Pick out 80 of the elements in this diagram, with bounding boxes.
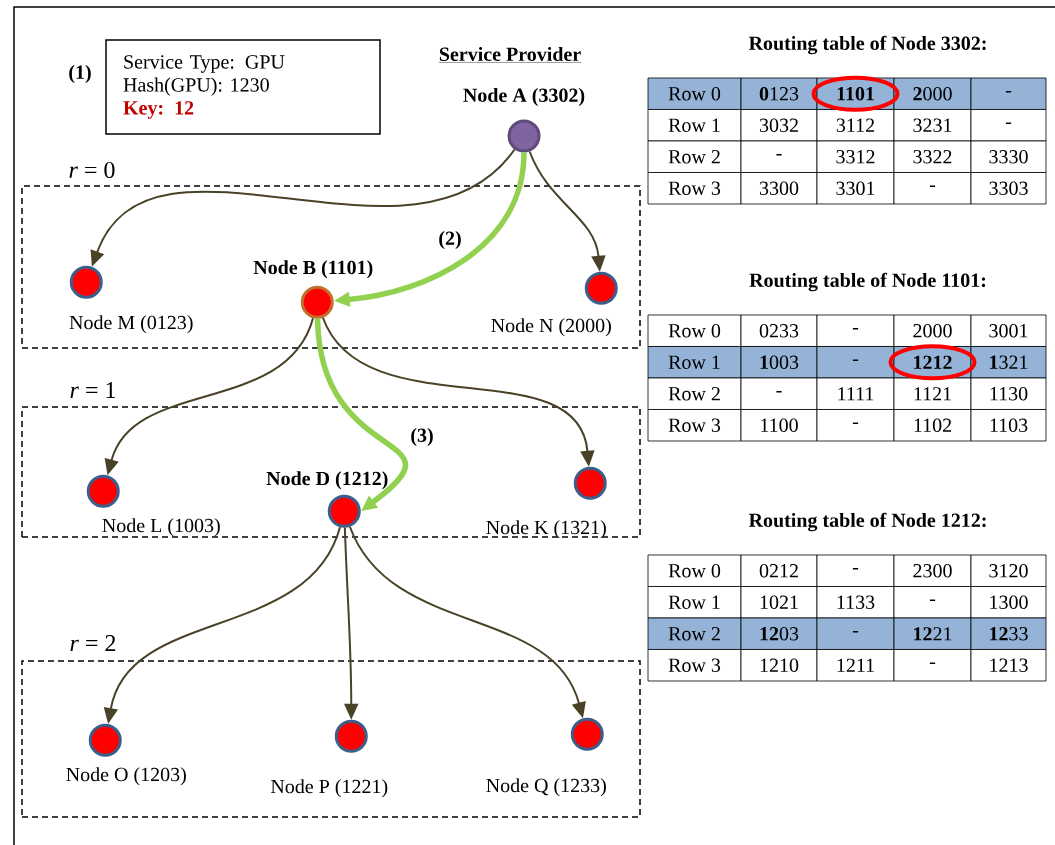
table-cell: - (816, 617, 895, 650)
table-title: Routing table of Node 1212: (748, 512, 986, 532)
level-heading: r = 0 (69, 161, 115, 179)
table-cell: 1102 (893, 409, 972, 442)
level-heading: r = 2 (70, 635, 116, 651)
table-cell: 1221 (893, 617, 972, 650)
node-label: Node M (0123) (69, 315, 193, 334)
table-cell: Row 3 (647, 649, 742, 682)
edge-label: (2) (439, 230, 461, 250)
table-cell: Row 0 (647, 554, 742, 587)
table-cell: 3001 (970, 314, 1047, 347)
table-cell: - (740, 377, 818, 410)
table-cell: Row 3 (647, 172, 742, 205)
table-cell: 1021 (740, 586, 818, 619)
table-cell: 1100 (740, 409, 818, 442)
table-cell: - (970, 77, 1047, 110)
table-cell: - (970, 109, 1047, 142)
table-cell: 3303 (970, 172, 1047, 205)
table-cell: 2000 (893, 314, 972, 347)
node-label: Node O (1203) (66, 767, 186, 786)
table-cell: 1211 (816, 649, 895, 682)
node-label: Node L (1003) (102, 518, 220, 537)
table-cell: Row 2 (647, 377, 742, 410)
table-cell: Row 0 (647, 314, 742, 347)
table-cell: - (893, 649, 972, 682)
table-cell: 3032 (740, 109, 818, 142)
table-cell: - (816, 409, 895, 442)
node-label: Node N (2000) (491, 318, 611, 337)
table-cell: 1203 (740, 617, 818, 650)
table-cell: 2300 (893, 554, 972, 587)
table-cell: 1133 (816, 586, 895, 619)
level-heading: r = 1 (70, 382, 115, 398)
table-cell: Row 2 (647, 617, 742, 650)
table-title: Routing table of Node 1101: (749, 272, 986, 292)
table-cell: 3312 (816, 140, 895, 173)
info-box: Service Type: GPU Hash(GPU): 1230 Key: 12 (105, 39, 381, 135)
table-cell: Row 2 (647, 140, 742, 173)
table-cell: 3231 (893, 109, 972, 142)
table-cell: Row 0 (647, 77, 742, 110)
table-cell: 2000 (893, 77, 972, 110)
table-cell: 3322 (893, 140, 972, 173)
table-title: Routing table of Node 3302: (748, 35, 986, 55)
table-cell: 1103 (970, 409, 1047, 442)
table-cell: 1121 (893, 377, 972, 410)
arrow (314, 318, 408, 511)
table-cell: Row 1 (647, 586, 742, 619)
table-cell: 3300 (740, 172, 818, 205)
table-cell: 3301 (816, 172, 895, 205)
table-cell: 1130 (970, 377, 1047, 410)
step-number: (1) (69, 64, 91, 84)
table-cell: - (816, 346, 895, 379)
table-cell: 1003 (740, 346, 818, 379)
table-cell: 0233 (740, 314, 818, 347)
edge-label: (3) (411, 427, 433, 447)
table-cell: 1210 (740, 649, 818, 682)
provider-heading: Service Provider (438, 46, 582, 63)
table-cell: 1233 (970, 617, 1047, 650)
table-cell: 1300 (970, 586, 1047, 619)
table-cell: 0212 (740, 554, 818, 587)
table-cell: 3330 (970, 140, 1047, 173)
node-label: Node B (1101) (253, 260, 373, 279)
table-cell: Row 1 (647, 109, 742, 142)
table-cell: - (893, 172, 972, 205)
table-cell: - (740, 140, 818, 173)
table-cell: 3112 (816, 109, 895, 142)
table-cell: 1213 (970, 649, 1047, 682)
node-label: Node A (3302) (463, 87, 585, 107)
table-cell: - (816, 554, 895, 587)
table-cell: Row 1 (647, 346, 742, 379)
table-cell: Row 3 (647, 409, 742, 442)
node-label: Node P (1221) (270, 779, 388, 798)
table-cell: - (893, 586, 972, 619)
table-cell: 3120 (970, 554, 1047, 587)
table-cell: 0123 (740, 77, 818, 110)
node-label: Node K (1321) (486, 520, 606, 539)
table-cell: - (816, 314, 895, 347)
table-cell: 1321 (970, 346, 1047, 379)
node-label: Node Q (1233) (486, 778, 606, 797)
table-cell: 1111 (816, 377, 895, 410)
node-label: Node D (1212) (266, 471, 388, 490)
